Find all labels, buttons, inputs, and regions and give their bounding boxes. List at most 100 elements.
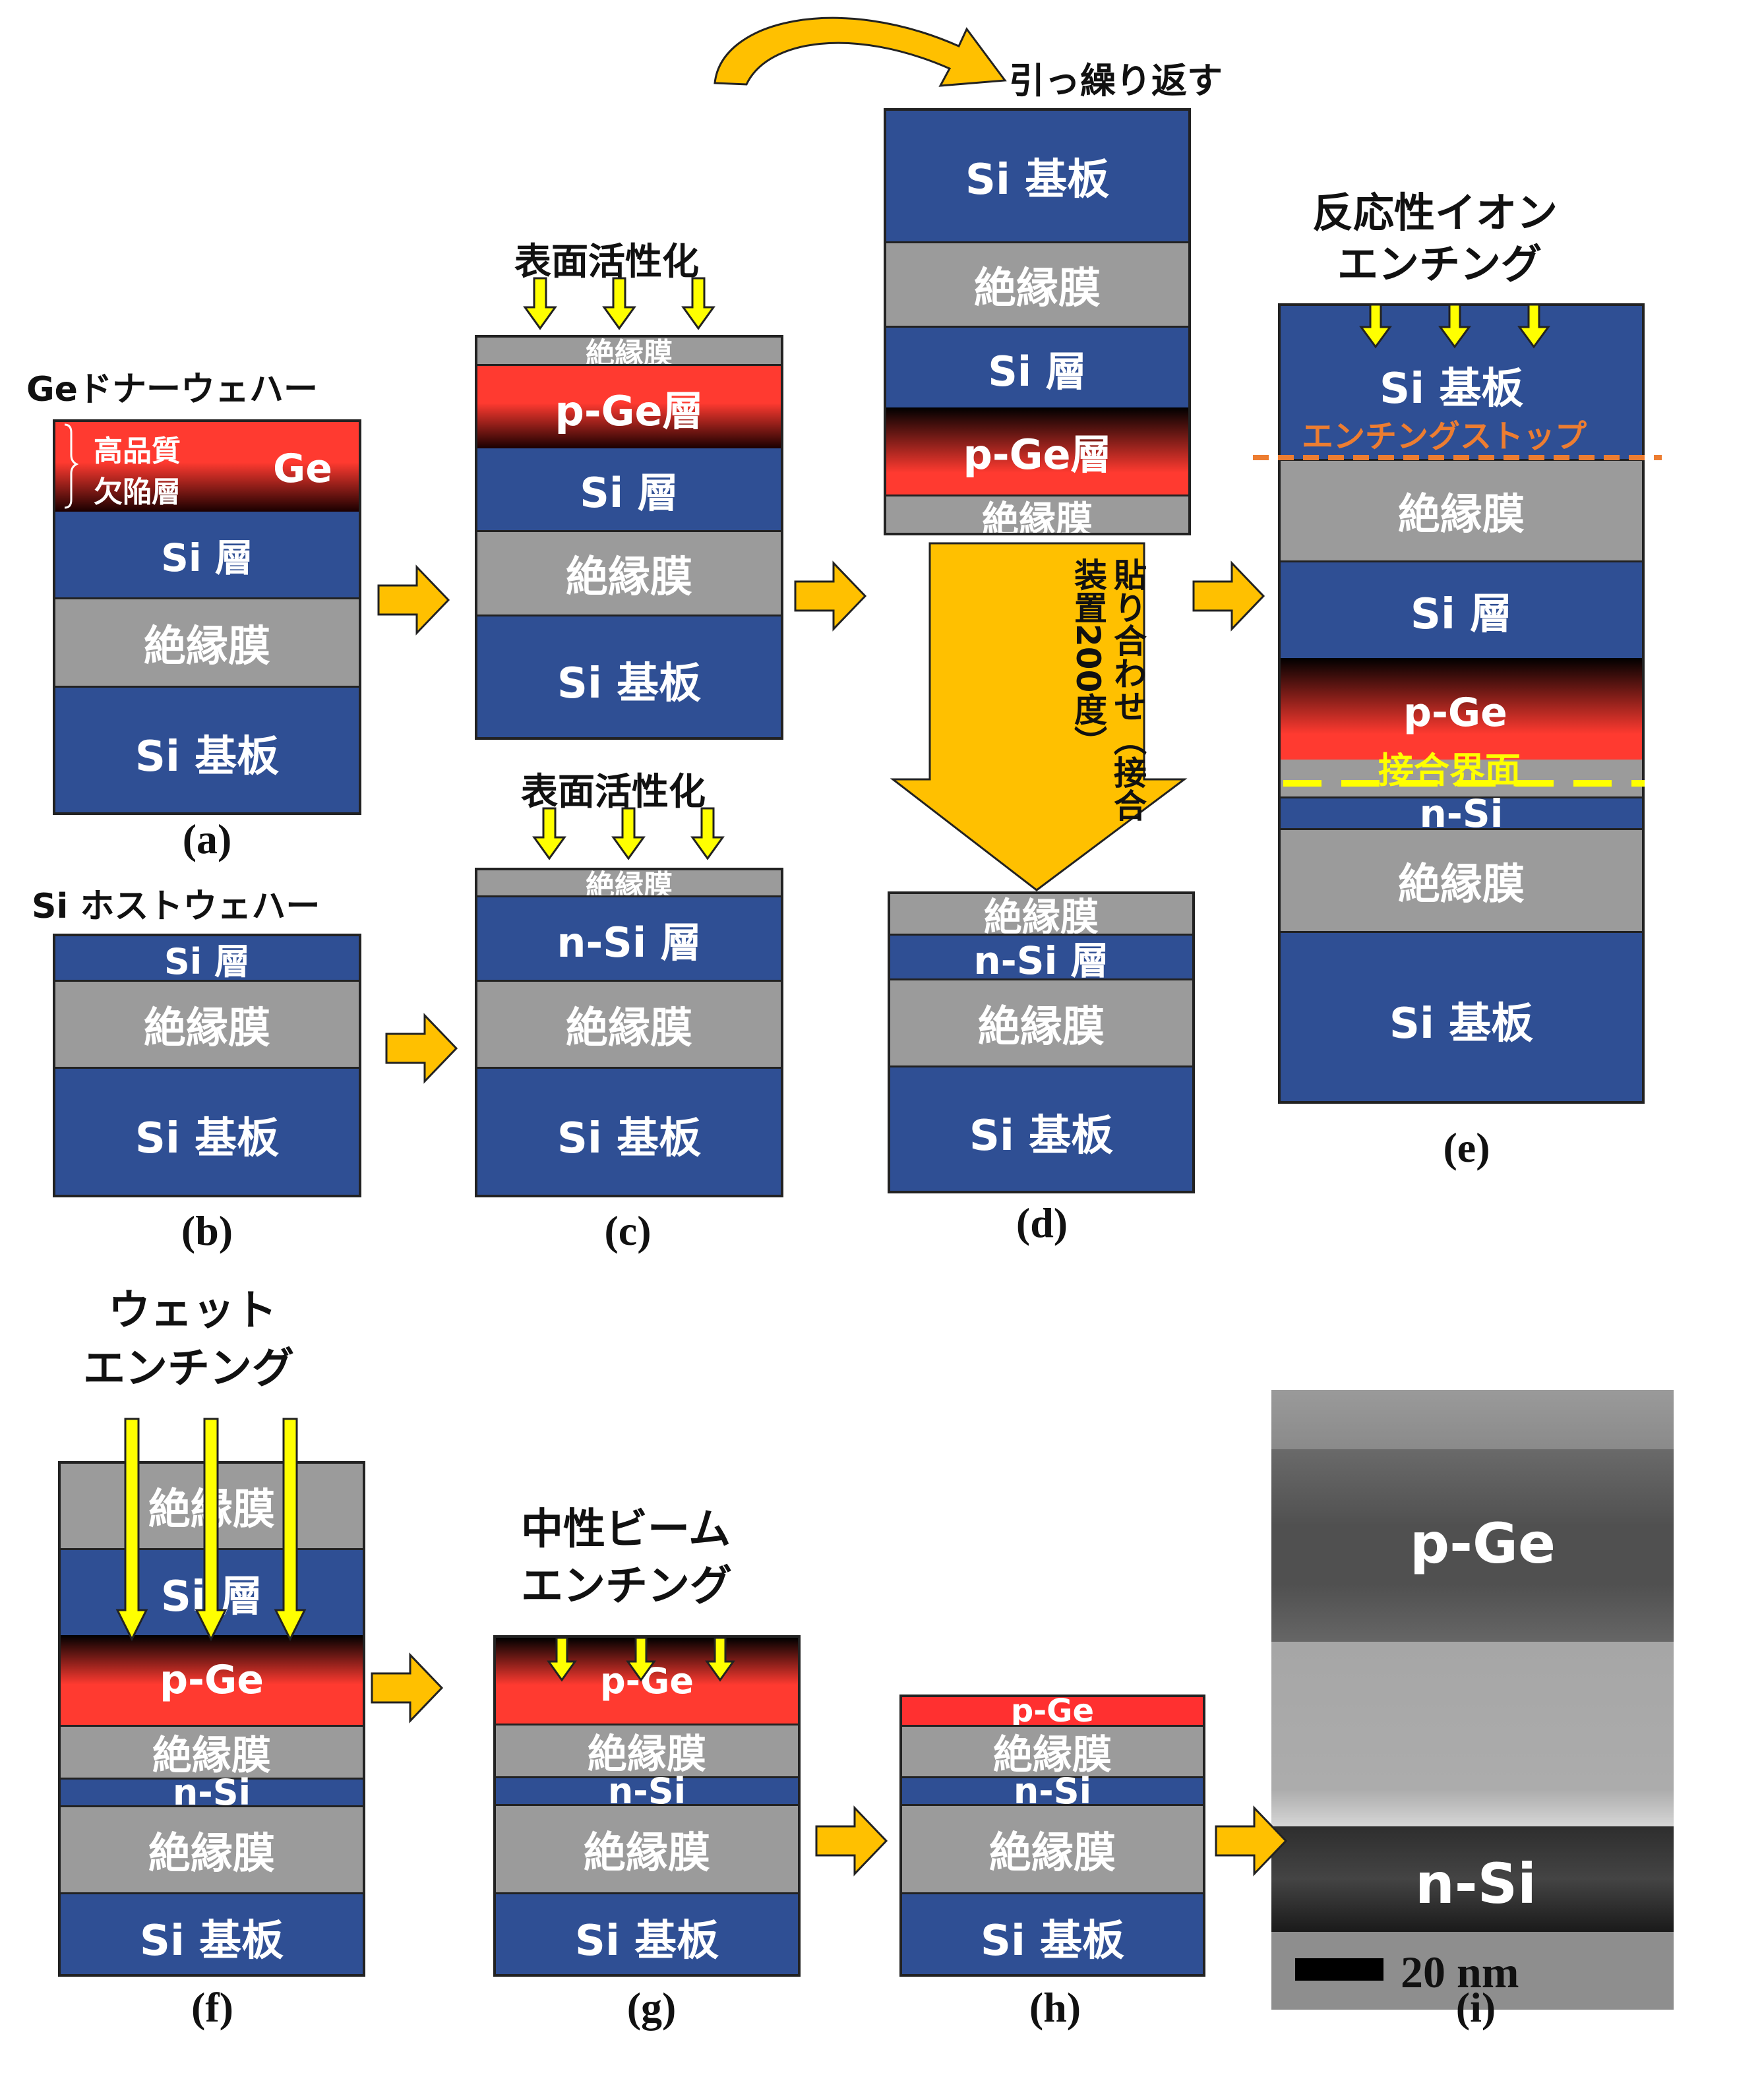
nsi-layer: n-Si xyxy=(1281,791,1642,836)
etch-stop-label: エンチングストップ xyxy=(1302,418,1587,455)
e-substrate-label: Si 基板 xyxy=(1380,365,1524,413)
si-substrate: Si 基板 xyxy=(477,1067,781,1195)
pge-layer xyxy=(1281,658,1642,760)
stack-b: Si 層 絶縁膜 Si 基板 xyxy=(53,934,361,1197)
wet-etch-arrows xyxy=(115,1418,307,1642)
c-top-title: 表面活性化 xyxy=(514,241,699,284)
si-substrate: Si 基板 xyxy=(496,1892,798,1974)
insulator-layer: 絶縁膜 xyxy=(477,980,781,1067)
insulator-thin: 絶縁膜 xyxy=(902,1725,1203,1778)
d-repeat-label: 引っ繰り返す xyxy=(1009,60,1223,102)
insulator-thin: 絶縁膜 xyxy=(477,338,781,371)
neutral-beam-arrows xyxy=(547,1636,735,1682)
scale-label: 20 nm xyxy=(1401,1947,1519,1997)
tem-nsi-label: n-Si xyxy=(1415,1851,1536,1916)
e-pge-label: p-Ge xyxy=(1403,690,1507,736)
caption-d: (d) xyxy=(1016,1199,1068,1246)
tem-image: p-Ge n-Si 20 nm xyxy=(1271,1390,1674,2010)
tem-pge-band xyxy=(1271,1449,1674,1642)
rie-arrows xyxy=(1359,303,1550,349)
stack-c-bot: 絶縁膜 n-Si 層 絶縁膜 Si 基板 xyxy=(475,868,783,1197)
g-title-2: エンチング xyxy=(521,1562,732,1611)
stack-d-top: Si 基板 絶縁膜 Si 層 p-Ge層 絶縁膜 xyxy=(884,108,1191,535)
si-substrate: Si 基板 xyxy=(477,615,781,737)
a-title: Geドナーウェハー xyxy=(26,370,318,409)
e-title-2: エンチング xyxy=(1337,240,1542,288)
si-layer: Si 層 xyxy=(1281,560,1642,658)
f-title-2: エンチング xyxy=(83,1344,294,1393)
b-title: Si ホストウェハー xyxy=(32,887,320,926)
flip-arrow-icon xyxy=(714,16,1007,87)
brace-icon xyxy=(64,423,79,509)
insulator-layer: 絶縁膜 xyxy=(55,597,359,686)
e-title-1: 反応性イオン xyxy=(1312,189,1558,237)
caption-f: (f) xyxy=(191,1984,233,2031)
activation-arrows-c-top xyxy=(523,277,715,330)
tem-top-band xyxy=(1271,1390,1674,1449)
caption-i: (i) xyxy=(1455,1984,1496,2031)
insulator-layer: 絶縁膜 xyxy=(55,980,359,1067)
insulator-thin: 絶縁膜 xyxy=(61,1725,363,1779)
ge-label: Ge xyxy=(273,446,332,492)
insulator-thin xyxy=(1281,760,1642,796)
si-substrate: Si 基板 xyxy=(55,686,359,812)
caption-a: (a) xyxy=(182,816,232,862)
pge-layer: p-Ge層 xyxy=(886,407,1188,495)
etch-stop-line xyxy=(1253,455,1662,460)
insulator-layer-2: 絶縁膜 xyxy=(61,1805,363,1892)
si-substrate: Si 基板 xyxy=(902,1892,1203,1974)
caption-g: (g) xyxy=(626,1984,677,2031)
insulator-thin: 絶縁膜 xyxy=(890,894,1192,940)
si-layer: Si 層 xyxy=(55,512,359,597)
stack-g: p-Ge 絶縁膜 n-Si 絶縁膜 Si 基板 xyxy=(493,1635,801,1977)
nsi-layer: n-Si xyxy=(496,1770,798,1812)
bonding-label: 貼り合わせ（接合装置200度） xyxy=(1069,558,1147,822)
si-substrate: Si 基板 xyxy=(61,1892,363,1974)
si-substrate: Si 基板 xyxy=(890,1065,1192,1191)
caption-c: (c) xyxy=(604,1207,652,1254)
insulator-layer: 絶縁膜 xyxy=(1281,459,1642,560)
g-title-1: 中性ビーム xyxy=(521,1505,731,1554)
process-arrow-c-d xyxy=(794,560,867,632)
insulator-layer: 絶縁膜 xyxy=(496,1804,798,1892)
c-bot-title: 表面活性化 xyxy=(521,771,706,814)
si-layer: Si 層 xyxy=(477,448,781,530)
tem-nsi-band xyxy=(1271,1826,1674,1932)
insulator-layer: 絶縁膜 xyxy=(886,241,1188,326)
stack-c-top: 絶縁膜 p-Ge層 Si 層 絶縁膜 Si 基板 xyxy=(475,335,783,740)
process-arrow-f-g xyxy=(371,1652,444,1724)
f-title-1: ウェット xyxy=(108,1286,277,1335)
nsi-layer: n-Si 層 xyxy=(890,934,1192,983)
ge-layer: 高品質 欠陥層 Ge xyxy=(55,422,359,512)
caption-h: (h) xyxy=(1029,1984,1081,2031)
bond-interface-line xyxy=(1283,780,1645,787)
process-arrow-d-e xyxy=(1192,560,1265,632)
si-substrate: Si 基板 xyxy=(1281,931,1642,1101)
caption-b: (b) xyxy=(181,1207,233,1254)
caption-e: (e) xyxy=(1443,1124,1490,1171)
tem-pge-label: p-Ge xyxy=(1410,1511,1556,1576)
ge-quality-label: 高品質 xyxy=(94,435,181,468)
insulator-layer-2: 絶縁膜 xyxy=(1281,828,1642,931)
process-arrow-g-h xyxy=(815,1805,888,1876)
si-substrate: Si 基板 xyxy=(55,1067,359,1195)
process-arrow-h-i xyxy=(1215,1805,1288,1876)
nsi-layer: n-Si 層 xyxy=(477,895,781,980)
nsi-layer: n-Si xyxy=(61,1772,363,1813)
pge-layer: p-Ge xyxy=(61,1635,363,1725)
insulator-layer: 絶縁膜 xyxy=(890,978,1192,1065)
insulator-layer: 絶縁膜 xyxy=(902,1804,1203,1892)
pge-layer: p-Ge xyxy=(902,1697,1203,1729)
tem-mid-band xyxy=(1271,1642,1674,1826)
activation-arrows-c-bot xyxy=(532,807,725,860)
pge-layer: p-Ge層 xyxy=(477,364,781,448)
scale-bar xyxy=(1295,1958,1383,1981)
stack-a: 高品質 欠陥層 Ge Si 層 絶縁膜 Si 基板 xyxy=(53,419,361,815)
ge-defect-label: 欠陥層 xyxy=(94,475,181,509)
bonding-arrow xyxy=(890,542,1188,891)
si-layer: Si 層 xyxy=(55,936,359,982)
insulator-layer: 絶縁膜 xyxy=(477,530,781,615)
nsi-layer: n-Si xyxy=(902,1770,1203,1812)
si-layer: Si 層 xyxy=(886,326,1188,407)
insulator-thin: 絶縁膜 xyxy=(496,1724,798,1778)
